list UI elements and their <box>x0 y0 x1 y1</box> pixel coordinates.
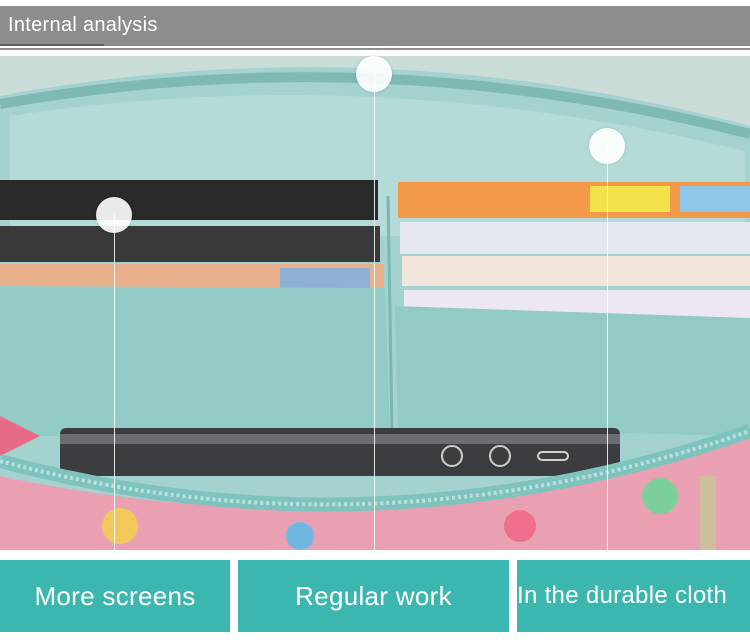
callout-line-left <box>114 214 115 552</box>
section-title: Internal analysis <box>8 14 158 36</box>
feature-button-durable-cloth[interactable]: In the durable cloth <box>517 560 750 632</box>
product-photo <box>0 56 750 550</box>
header-divider <box>0 48 750 50</box>
feature-button-more-screens[interactable]: More screens <box>0 560 230 632</box>
callout-dot-right <box>589 128 625 164</box>
section-header: Internal analysis <box>0 6 750 46</box>
callout-dot-left <box>96 197 132 233</box>
feature-label: Regular work <box>295 580 452 611</box>
feature-label: In the durable cloth <box>517 582 728 609</box>
wallet-interior-illustration <box>0 56 750 550</box>
header-accent-rule <box>0 44 104 46</box>
feature-button-regular-work[interactable]: Regular work <box>238 560 509 632</box>
callout-dot-middle <box>356 56 392 92</box>
callout-line-middle <box>374 74 375 552</box>
feature-label: More screens <box>34 580 196 611</box>
callout-line-right <box>607 146 608 552</box>
